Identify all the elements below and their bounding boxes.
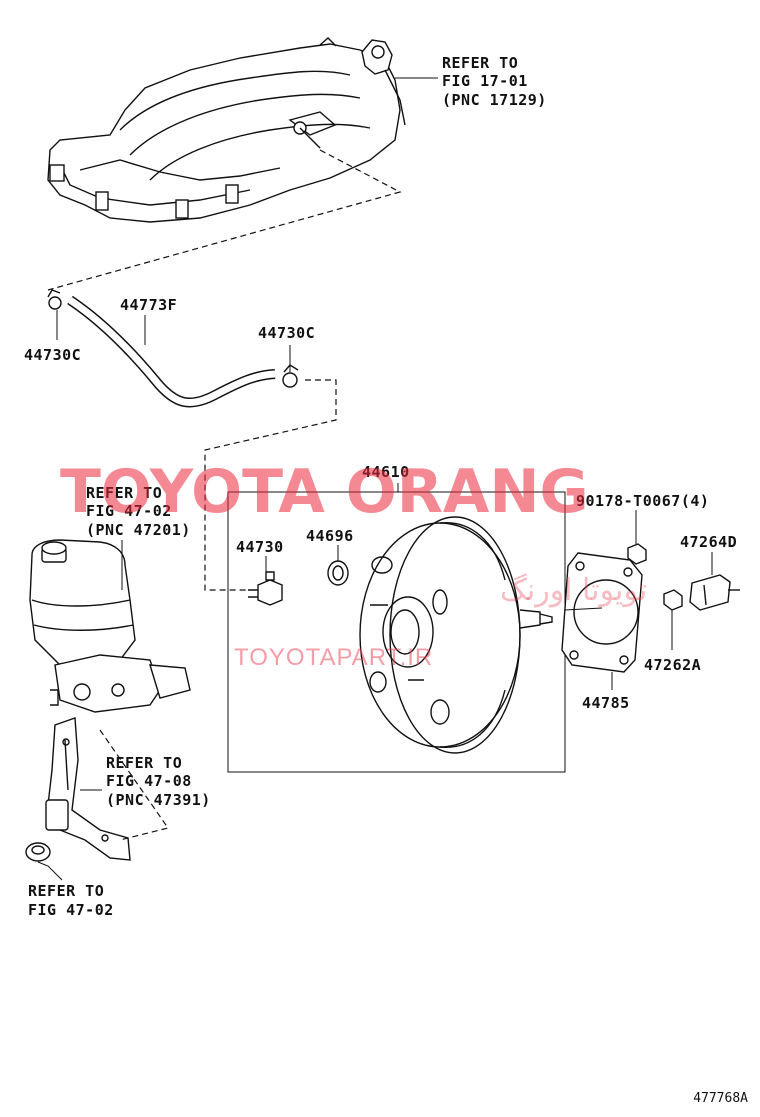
ref-47-02-a-line3: (PNC 47201) (86, 521, 191, 539)
label-44696: 44696 (306, 527, 354, 545)
ref-17-line2: FIG 17-01 (442, 72, 528, 90)
ref-fig-17-01: REFER TO FIG 17-01 (PNC 17129) (442, 54, 547, 109)
ref-47-02-a-line1: REFER TO (86, 484, 162, 502)
nut-90178 (627, 543, 647, 565)
leader-ref-47-02-b (37, 861, 63, 881)
dash-bracket (99, 729, 169, 841)
ref-47-08-line3: (PNC 47391) (106, 791, 211, 809)
bushing (25, 842, 51, 862)
gasket-44785 (561, 552, 643, 673)
hose-clamp-left (47, 289, 62, 310)
watermark-site: TOYOTAPART.IR (234, 644, 433, 671)
ref-47-08-line2: FIG 47-08 (106, 772, 192, 790)
master-cylinder (29, 539, 191, 713)
ref-47-02-a-line2: FIG 47-02 (86, 502, 172, 520)
label-47264d: 47264D (680, 533, 737, 551)
label-90178: 90178-T0067(4) (576, 492, 709, 510)
watermark-brand: TOYOTA ORANG (60, 457, 589, 527)
ref-47-02-b-line2: FIG 47-02 (28, 901, 114, 919)
label-44730: 44730 (236, 538, 284, 556)
label-44785: 44785 (582, 694, 630, 712)
ref-fig-47-08: REFER TO FIG 47-08 (PNC 47391) (106, 754, 211, 809)
label-44773f: 44773F (120, 296, 177, 314)
label-44730c-right: 44730C (258, 324, 315, 342)
ref-fig-47-02-a: REFER TO FIG 47-02 (PNC 47201) (86, 484, 191, 539)
clevis-47264d (689, 574, 740, 611)
leader-gasket-booster (564, 607, 603, 611)
ref-17-line1: REFER TO (442, 54, 518, 72)
watermark-persian: تویوتا اورنگ (500, 573, 647, 608)
ref-47-02-b-line1: REFER TO (28, 882, 104, 900)
intake-manifold (47, 37, 406, 223)
vacuum-hose (67, 295, 276, 408)
label-44730c-left: 44730C (24, 346, 81, 364)
ref-47-08-line1: REFER TO (106, 754, 182, 772)
dash-manifold-hose (47, 149, 402, 291)
figure-id: 477768A (693, 1091, 748, 1106)
bracket (45, 717, 131, 861)
grommet-44696 (327, 560, 349, 586)
ref-17-line3: (PNC 17129) (442, 91, 547, 109)
ref-fig-47-02-b: REFER TO FIG 47-02 (28, 882, 114, 919)
check-valve-44730 (248, 571, 283, 606)
label-47262a: 47262A (644, 656, 701, 674)
brake-booster (359, 516, 553, 754)
dash-hose-valve (204, 379, 337, 591)
nut-47262a (663, 589, 683, 611)
label-44610: 44610 (362, 463, 410, 481)
